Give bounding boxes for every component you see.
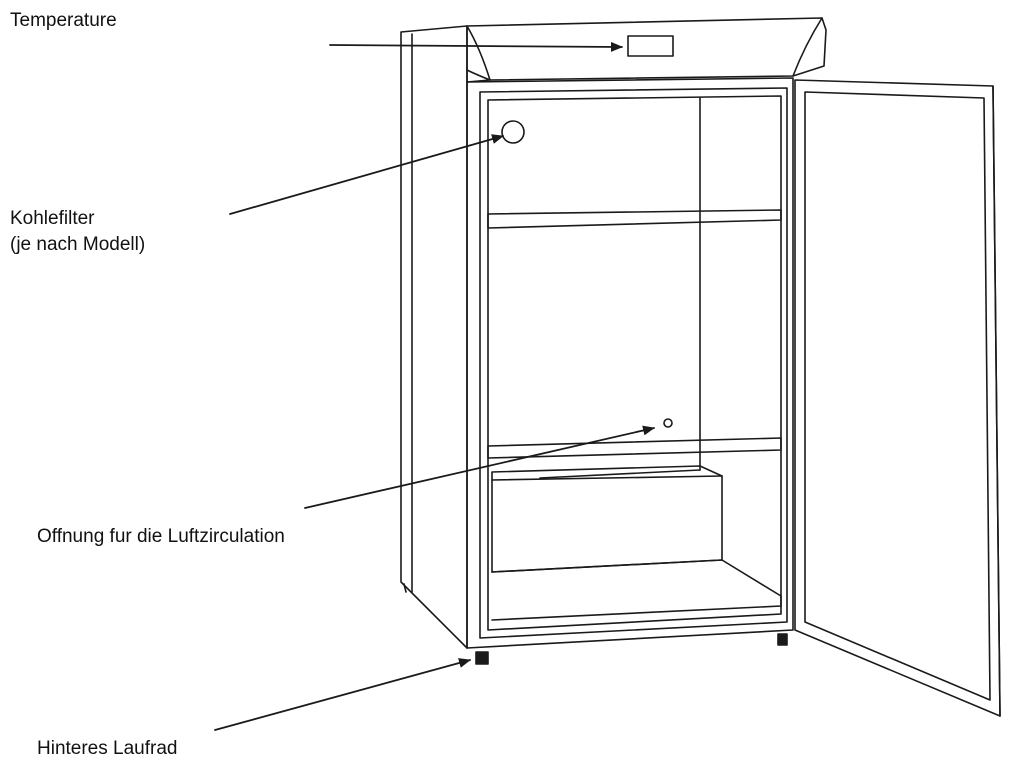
- label-kohlefilter: Kohlefilter: [10, 208, 95, 229]
- control-panel-top: [467, 18, 826, 82]
- control-panel-front-edge: [467, 70, 490, 80]
- crisper-drawer-top-edge: [492, 476, 722, 480]
- control-panel-right-curve: [793, 18, 822, 76]
- air-circulation-hole: [664, 419, 672, 427]
- side-foot-mark: [404, 584, 406, 592]
- fridge-door: [795, 80, 1000, 716]
- lower-shelf: [488, 438, 781, 458]
- cabinet-front-frame: [467, 78, 793, 648]
- kohlefilter-arrow: [230, 134, 504, 214]
- laufrad-arrow: [215, 658, 471, 730]
- label-kohlefilter-note: (je nach Modell): [10, 234, 146, 255]
- temperature-display: [628, 36, 673, 56]
- control-panel-left-curve: [467, 26, 490, 80]
- label-rear-wheel: Hinteres Laufrad: [37, 738, 178, 759]
- rear-wheel: [476, 652, 488, 664]
- fridge-door-inner-panel: [805, 92, 990, 700]
- temperature-arrow: [330, 41, 623, 52]
- label-air-circulation-opening: Offnung fur die Luftzirculation: [37, 526, 285, 547]
- label-temperature: Temperature: [10, 10, 117, 31]
- crisper-drawer-lip: [540, 470, 700, 478]
- cabinet-inner-frame: [480, 88, 787, 638]
- cabinet-side-panel: [401, 26, 467, 648]
- fridge-door-edge: [993, 86, 1000, 716]
- front-foot: [778, 634, 787, 645]
- offnung-arrow: [305, 425, 655, 508]
- interior-floor: [492, 560, 781, 620]
- carbon-filter-circle: [502, 121, 524, 143]
- crisper-drawer: [492, 466, 722, 572]
- upper-shelf: [488, 210, 781, 228]
- interior-liner: [488, 96, 781, 630]
